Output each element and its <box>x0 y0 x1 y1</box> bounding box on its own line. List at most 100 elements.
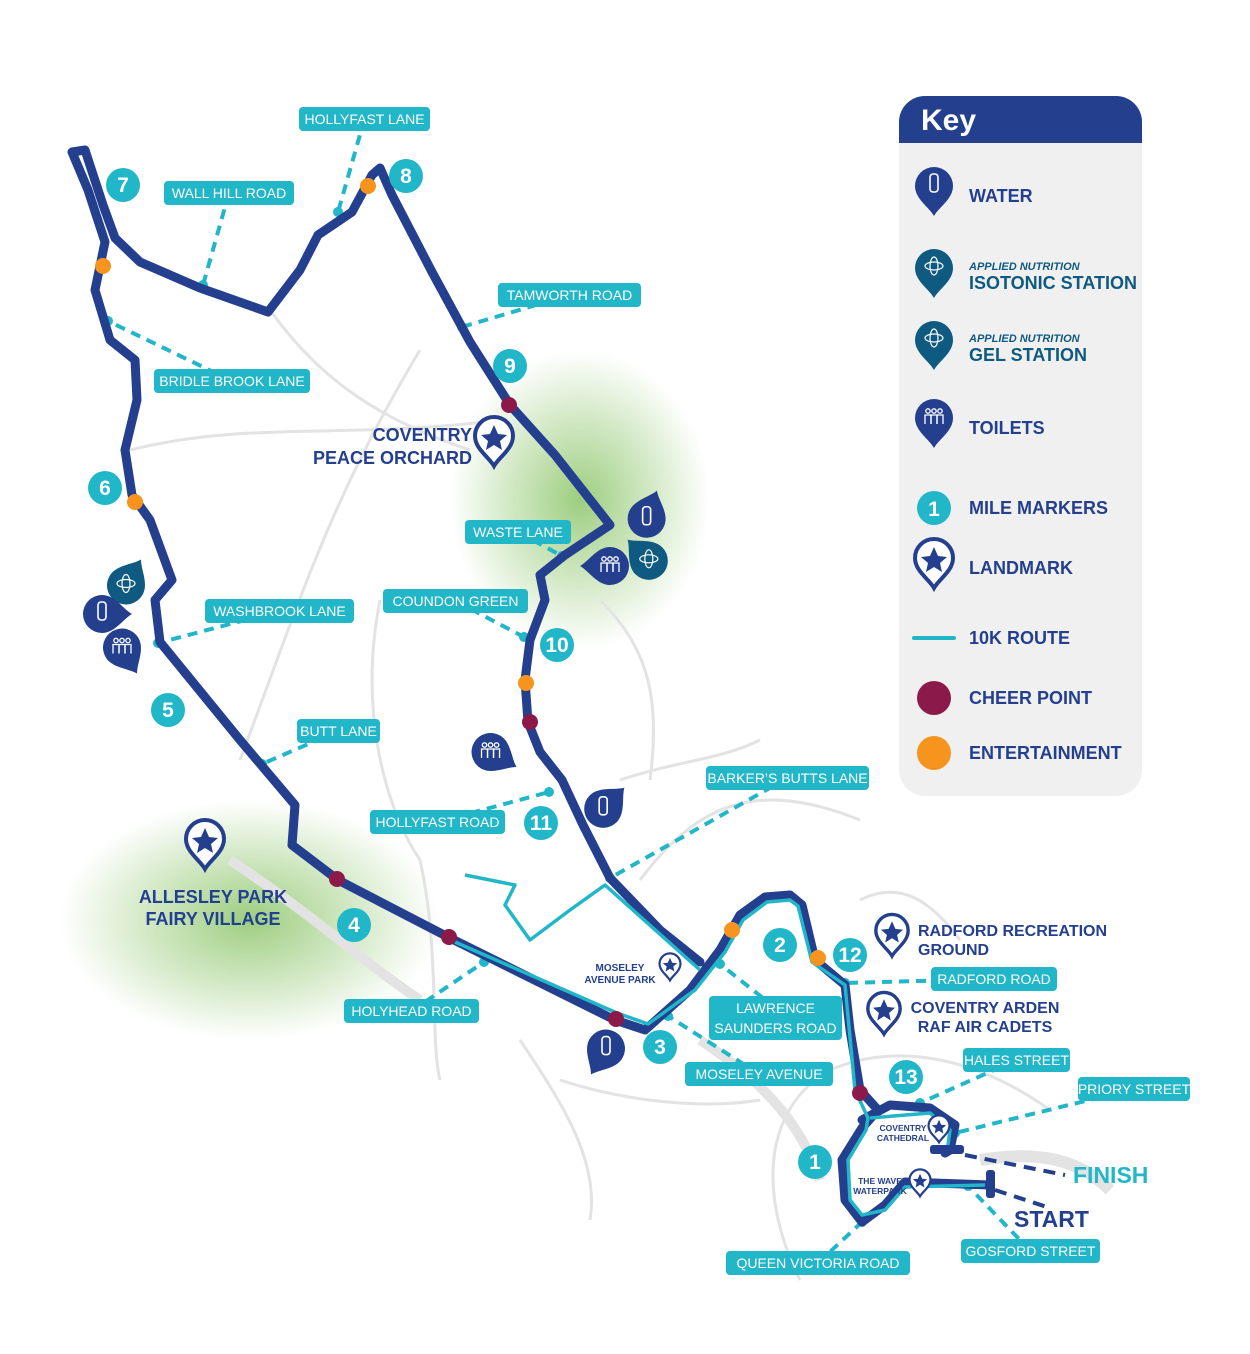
street-label-text: HOLLYFAST ROAD <box>376 814 500 830</box>
street-label[interactable]: BUTT LANE <box>297 719 380 743</box>
key-item-label: CHEER POINT <box>969 687 1093 708</box>
applied-nutrition-logo: APPLIED NUTRITION <box>969 333 1080 345</box>
street-label-text: TAMWORTH ROAD <box>507 287 632 303</box>
landmark-pin[interactable] <box>874 912 910 960</box>
mile-marker-9: 9 <box>493 349 527 383</box>
cheer-point[interactable] <box>441 929 457 945</box>
svg-text:6: 6 <box>99 477 111 500</box>
landmark-pin[interactable] <box>183 818 227 874</box>
street-label-text: BRIDLE BROOK LANE <box>159 373 305 389</box>
entertainment-dot-icon <box>899 721 969 785</box>
cheer-point[interactable] <box>522 714 538 730</box>
water-icon <box>641 505 652 526</box>
street-label[interactable]: COUNDON GREEN <box>383 589 528 613</box>
mile-marker-4: 4 <box>337 908 371 942</box>
toilets-icon <box>112 637 132 654</box>
street-label[interactable]: QUEEN VICTORIA ROAD <box>726 1251 910 1275</box>
street-label-box <box>299 107 430 131</box>
street-label[interactable]: WASHBROOK LANE <box>205 599 354 623</box>
water-icon <box>97 601 107 621</box>
street-label[interactable]: HALES STREET <box>963 1048 1070 1072</box>
street-label[interactable]: RADFORD ROAD <box>931 967 1057 991</box>
landmark-label-radford: RADFORD RECREATION <box>918 923 1107 940</box>
street-label[interactable]: SAUNDERS ROAD <box>714 1020 836 1036</box>
landmark-label-cathedral: CATHEDRAL <box>877 1133 929 1143</box>
street-label-text: HALES STREET <box>964 1052 1069 1068</box>
key-item-label: TOILETS <box>969 417 1045 438</box>
street-label-box <box>931 967 1057 991</box>
street-label[interactable]: BRIDLE BROOK LANE <box>154 369 310 393</box>
water-station[interactable] <box>622 484 674 543</box>
street-label-box <box>154 369 310 393</box>
entertainment-point[interactable] <box>518 675 534 691</box>
street-label[interactable]: LAWRENCE <box>709 996 842 1040</box>
cheer-point[interactable] <box>501 397 517 413</box>
cheer-point[interactable] <box>608 1011 624 1027</box>
landmark-pin[interactable] <box>927 1114 951 1145</box>
street-label-text: PRIORY STREET <box>1078 1081 1191 1097</box>
street-label[interactable]: WALL HILL ROAD <box>164 181 294 205</box>
street-label[interactable]: GOSFORD STREET <box>961 1239 1100 1263</box>
landmark-label-raf: COVENTRY ARDEN <box>911 1000 1060 1017</box>
street-label-box <box>726 1251 910 1275</box>
street-label-box <box>465 520 571 544</box>
key-item-cheer-point: CHEER POINT <box>899 666 1142 730</box>
street-label[interactable]: HOLLYFAST ROAD <box>370 810 505 834</box>
key-item-landmark: LANDMARK <box>899 536 1142 600</box>
mile-marker-12: 12 <box>833 938 867 972</box>
star-icon <box>880 921 904 943</box>
landmark-label-raf: RAF AIR CADETS <box>918 1019 1053 1036</box>
street-label[interactable]: WASTE LANE <box>465 520 571 544</box>
isotonic-station[interactable] <box>100 550 157 611</box>
landmark-label-fairy-village: FAIRY VILLAGE <box>145 909 280 929</box>
entertainment-point[interactable] <box>810 950 826 966</box>
water-station[interactable] <box>575 1023 632 1084</box>
entertainment-point[interactable] <box>127 494 143 510</box>
svg-text:7: 7 <box>117 174 129 197</box>
water-icon <box>598 796 608 816</box>
isotonic-station[interactable] <box>614 526 676 588</box>
key-item-label: LANDMARK <box>969 557 1073 578</box>
key-item-label: WATER <box>969 185 1033 206</box>
toilet-station[interactable] <box>580 547 629 585</box>
water-station[interactable] <box>576 774 638 836</box>
street-label[interactable]: PRIORY STREET <box>1078 1077 1191 1101</box>
leader-line <box>410 960 486 1013</box>
star-icon <box>931 1119 947 1134</box>
svg-text:5: 5 <box>162 699 174 722</box>
key-title: Key <box>899 96 1142 143</box>
street-label[interactable]: HOLLYFAST LANE <box>299 107 430 131</box>
street-label-box <box>370 810 505 834</box>
street-label[interactable]: TAMWORTH ROAD <box>498 283 641 307</box>
cheer-point[interactable] <box>329 871 345 887</box>
landmark-pin[interactable] <box>908 1168 932 1199</box>
street-label[interactable]: HOLYHEAD ROAD <box>344 999 479 1023</box>
entertainment-point[interactable] <box>724 922 740 938</box>
entertainment-point[interactable] <box>360 178 376 194</box>
street-label[interactable]: MOSELEY AVENUE <box>685 1062 833 1086</box>
isotonic-pin-icon <box>899 246 969 310</box>
toilets-icon <box>480 742 501 758</box>
cheer-point[interactable] <box>852 1085 868 1101</box>
street-label-text: WALL HILL ROAD <box>172 185 286 201</box>
svg-text:10: 10 <box>545 634 568 657</box>
water-station[interactable] <box>83 595 132 633</box>
landmark-pin[interactable] <box>866 990 902 1038</box>
street-label-box <box>205 599 354 623</box>
svg-text:1: 1 <box>928 498 940 521</box>
toilet-station[interactable] <box>96 622 153 683</box>
mile-marker-1: 1 <box>798 1145 832 1179</box>
landmark-pin[interactable] <box>658 952 682 983</box>
toilets-pin-icon <box>899 396 969 460</box>
street-label-text: RADFORD ROAD <box>937 971 1051 987</box>
entertainment-point[interactable] <box>95 258 111 274</box>
toilet-station[interactable] <box>465 726 526 783</box>
street-label[interactable]: BARKER’S BUTTS LANE <box>706 766 869 790</box>
finish-line-marker <box>930 1145 964 1154</box>
landmark-pin[interactable] <box>472 415 516 471</box>
street-label-box <box>297 719 380 743</box>
start-label: START <box>1014 1206 1089 1232</box>
